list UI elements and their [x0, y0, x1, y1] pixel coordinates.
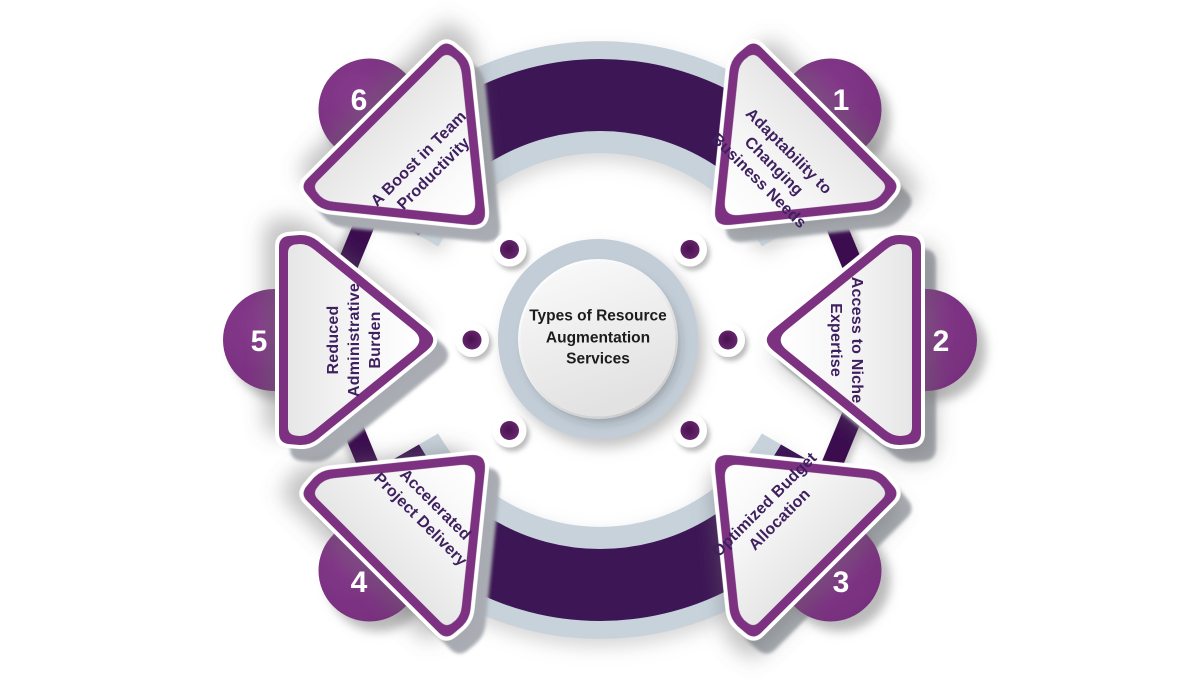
segment-2-number: 2 [933, 325, 950, 358]
segment-6-number: 6 [351, 84, 368, 117]
hub-dots [455, 232, 745, 448]
hub-dot [492, 413, 527, 448]
hub-dot [711, 323, 745, 357]
segment-5-number: 5 [251, 325, 268, 358]
segment-1-number: 1 [833, 84, 850, 117]
center-circle [498, 239, 698, 439]
segment-4-number: 4 [351, 566, 368, 599]
hub-dot [673, 232, 707, 267]
hub-dot [455, 323, 489, 357]
center-circle-face [520, 261, 676, 417]
step-numbers: 1 2 3 4 5 6 [251, 84, 950, 599]
hub-dot [492, 232, 527, 267]
segment-3-number: 3 [833, 566, 850, 599]
hub-dot [673, 413, 707, 448]
